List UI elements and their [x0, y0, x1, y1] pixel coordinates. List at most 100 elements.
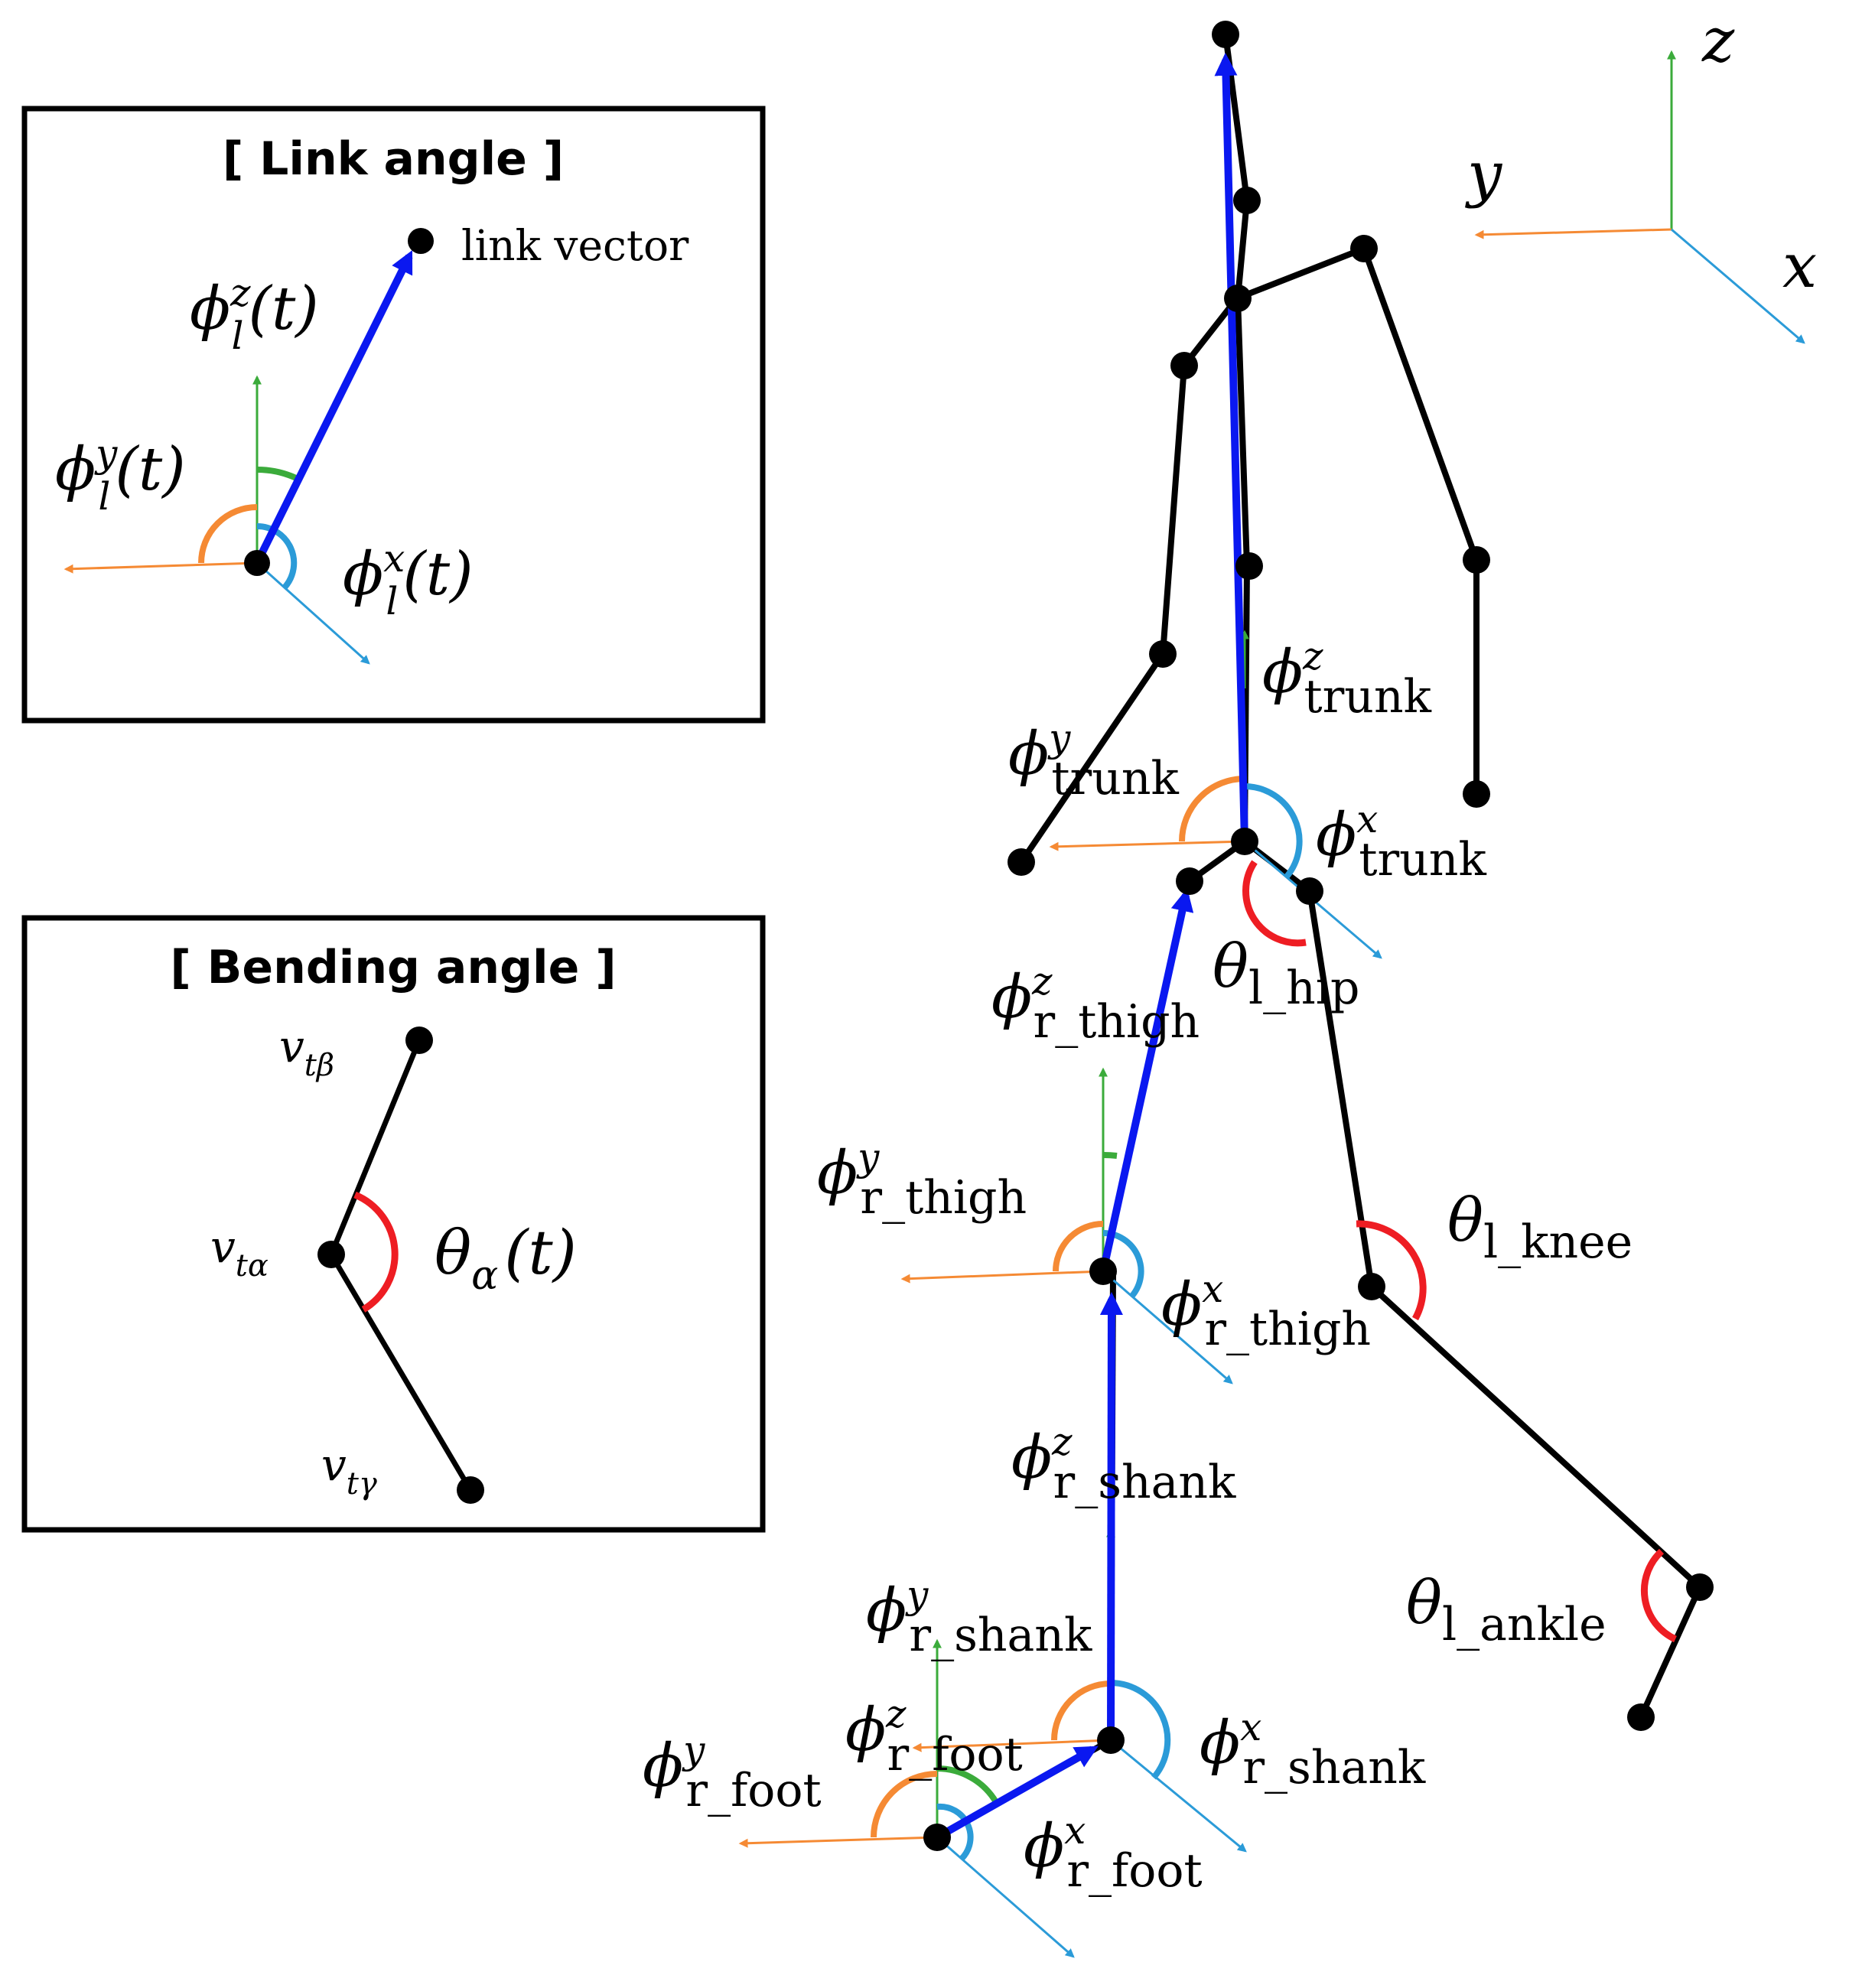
trunk-link-vector — [1214, 53, 1248, 842]
global-x-label: x — [1782, 230, 1817, 301]
l-knee-arc — [1356, 1220, 1427, 1321]
joint-l-ankle — [1686, 1573, 1714, 1601]
r-thigh-z-arc — [1102, 1151, 1118, 1159]
r-thigh-x-axis — [1102, 1270, 1233, 1384]
joint-r-wrist — [1008, 848, 1035, 876]
trunk-x-arc — [1244, 783, 1303, 879]
joint-l-knee — [1358, 1273, 1385, 1300]
link-box-border — [21, 106, 766, 724]
trunk-y-axis — [1049, 840, 1245, 851]
x-angle-arc — [256, 522, 298, 590]
bend-joint-alpha — [317, 1241, 345, 1268]
link-end-joint — [408, 228, 434, 254]
r-foot-y-axis — [738, 1836, 938, 1848]
bend-box-border — [21, 915, 766, 1533]
link-origin-joint — [244, 550, 270, 576]
bend-angle-arc — [353, 1191, 399, 1313]
bend-joint-beta — [405, 1027, 433, 1054]
link-vector-label: link vector — [461, 221, 689, 270]
theta-l-knee-label: θl_knee — [1447, 1186, 1633, 1269]
r-foot-z-arc — [936, 1765, 999, 1804]
joint-r-elbow — [1149, 640, 1177, 668]
bend-box-title: [ Bending angle ] — [170, 941, 616, 994]
r-foot-link-vector — [935, 1746, 1099, 1841]
r-shank-link-vector — [1099, 1292, 1123, 1741]
y-angle-arc — [198, 504, 258, 564]
bend-lower-link — [328, 1253, 474, 1492]
joint-l-wrist — [1463, 780, 1490, 808]
r-shank-x-axis — [1110, 1739, 1247, 1853]
joint-r-ankle — [1097, 1726, 1125, 1754]
r-foot-y-arc — [871, 1771, 938, 1838]
global-y-axis — [1474, 228, 1672, 239]
trunk-y-arc — [1179, 776, 1245, 842]
l-hip-arc — [1242, 860, 1307, 947]
link-vector-arrow — [253, 249, 413, 565]
link-vectors — [935, 53, 1248, 1841]
global-axes: z y x — [1465, 5, 1817, 344]
global-z-label: z — [1701, 5, 1735, 76]
bending-angle-box: [ Bending angle ] vtβ vtα vtγ θα(t) — [21, 915, 766, 1533]
y-axis-arrow — [63, 561, 258, 574]
joint-spine-mid — [1235, 552, 1263, 580]
r-shank-x-arc — [1110, 1680, 1171, 1780]
r-thigh-y-arc — [1053, 1221, 1104, 1272]
joint-spine-shoulder — [1224, 285, 1252, 312]
theta-alpha-label: θα(t) — [435, 1217, 577, 1299]
r-foot-x-axis — [936, 1836, 1075, 1958]
link-box-title: [ Link angle ] — [223, 132, 564, 186]
r-shank-y-arc — [1051, 1681, 1112, 1741]
v-t-beta-label: vtβ — [279, 1020, 334, 1083]
z-angle-arc — [256, 466, 298, 481]
link-angle-arcs — [871, 776, 1303, 1861]
global-x-axis — [1671, 228, 1805, 344]
joint-l-hip — [1296, 877, 1323, 905]
r-thigh-link-vector — [1099, 888, 1194, 1273]
v-t-alpha-label: vtα — [210, 1221, 269, 1284]
bend-upper-link — [328, 1039, 422, 1256]
left-arm — [1235, 244, 1480, 794]
spine-segment — [1235, 298, 1250, 567]
theta-l-ankle-label: θl_ankle — [1406, 1569, 1606, 1651]
theta-l-hip-label: θl_hip — [1213, 932, 1359, 1015]
r-shank-y-axis — [912, 1739, 1112, 1752]
right-arm — [1018, 296, 1240, 864]
joint-r-hip — [1176, 867, 1203, 895]
joint-l-shoulder — [1350, 235, 1378, 262]
joint-head — [1212, 21, 1239, 48]
l-ankle-arc — [1640, 1548, 1677, 1643]
bending-arcs — [1242, 860, 1677, 1643]
skeleton — [936, 34, 1704, 1840]
joint-l-foot — [1627, 1703, 1655, 1731]
skeleton-joints — [923, 21, 1714, 1851]
joint-neck — [1233, 187, 1261, 214]
joint-r-knee — [1089, 1258, 1117, 1285]
joint-r-shoulder — [1170, 352, 1198, 379]
v-t-gamma-label: vtγ — [321, 1439, 377, 1502]
joint-pelvis — [1231, 828, 1258, 855]
x-axis-arrow — [256, 561, 370, 665]
joint-r-foot — [923, 1824, 951, 1851]
global-y-label: y — [1465, 138, 1503, 210]
joint-l-elbow — [1463, 546, 1490, 574]
bend-joint-gamma — [457, 1476, 484, 1504]
r-thigh-y-axis — [900, 1270, 1104, 1284]
